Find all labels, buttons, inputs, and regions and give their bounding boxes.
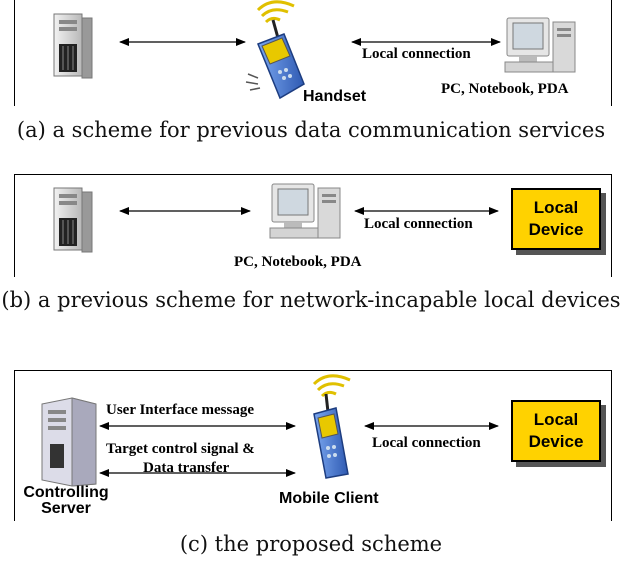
panel-b-local-device: Local Device (511, 188, 601, 250)
target-control-label: Target control signal & (106, 441, 255, 457)
controlling-server-icon (41, 397, 97, 487)
panel-b-pc-label: PC, Notebook, PDA (234, 254, 362, 270)
device-line-1: Local (533, 198, 579, 217)
server-tower-icon (53, 187, 93, 253)
mobile-client-icon (312, 374, 351, 479)
server-label-line-2: Server (41, 500, 91, 517)
panel-a-pc-label: PC, Notebook, PDA (441, 81, 569, 97)
desktop-pc-icon (269, 183, 341, 239)
handset-icon (245, 0, 305, 100)
panel-b-connection-label: Local connection (364, 216, 473, 232)
server-label-line-1: Controlling (23, 484, 109, 501)
handset-label: Handset (303, 88, 367, 105)
panel-c-frame (14, 370, 612, 521)
panel-c-caption: (c) the proposed scheme (179, 532, 443, 556)
panel-c-local-device: Local Device (511, 400, 601, 462)
panel-b-caption: (b) a previous scheme for network-incapa… (1, 288, 621, 312)
server-tower-icon (53, 13, 93, 79)
panel-b-frame (14, 174, 612, 277)
panel-a-frame (14, 0, 612, 106)
device-line-2: Device (528, 220, 584, 239)
server-label: Controlling Server (18, 485, 114, 517)
device-line-1: Local (533, 410, 579, 429)
panel-a-caption: (a) a scheme for previous data communica… (16, 118, 606, 142)
mobile-client-label: Mobile Client (279, 490, 379, 507)
data-transfer-label: Data transfer (143, 460, 230, 476)
device-line-2: Device (528, 432, 584, 451)
desktop-pc-icon (504, 17, 576, 73)
panel-c-connection-label: Local connection (372, 435, 481, 451)
panel-a-connection-label: Local connection (362, 46, 471, 62)
ui-message-label: User Interface message (106, 402, 255, 418)
